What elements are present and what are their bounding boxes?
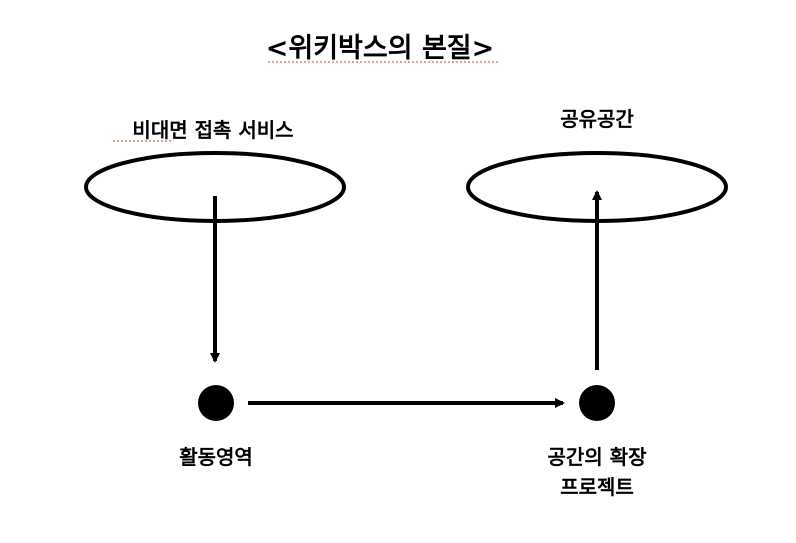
label-space-expansion-line2: 프로젝트 (560, 475, 634, 499)
dot-space-expansion (579, 385, 615, 421)
label-space-expansion-line1: 공간의 확장 (548, 445, 648, 469)
diagram-title: <위키박스의 본질> (266, 33, 495, 64)
label-contactless-service: 비대면 접촉 서비스 (132, 118, 293, 142)
dot-activity-area (198, 385, 234, 421)
label-activity-area: 활동영역 (179, 445, 253, 469)
label-shared-space: 공유공간 (560, 107, 634, 131)
